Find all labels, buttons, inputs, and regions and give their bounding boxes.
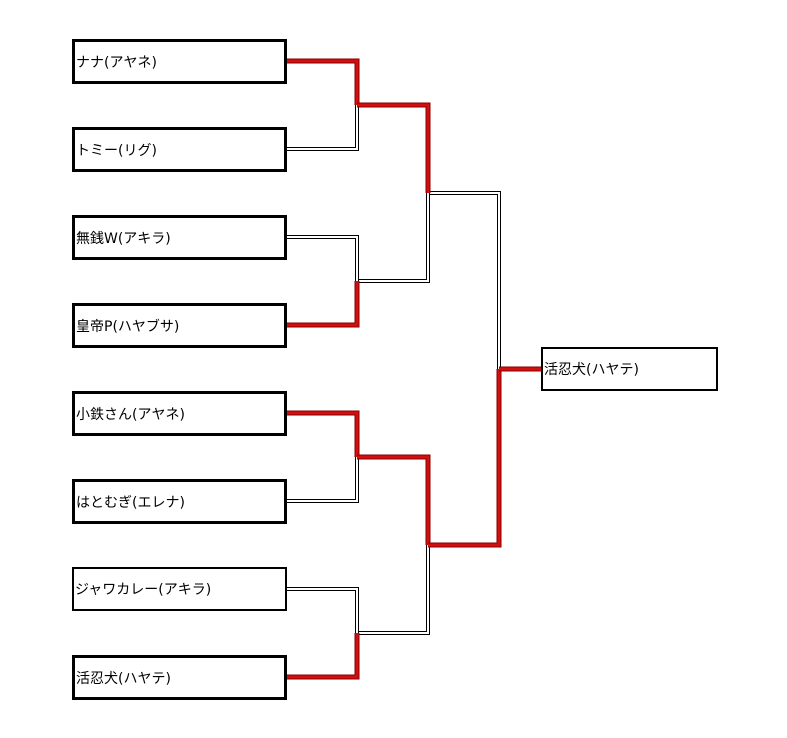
bracket-line-r1 [287, 457, 359, 503]
entrant-box-6: はとむぎ(エレナ) [72, 479, 287, 524]
entrant-name: 無銭W(アキラ) [76, 230, 171, 247]
entrant-name: 小鉄さん(アヤネ) [76, 406, 185, 423]
champion-name: 活忍犬(ハヤテ) [544, 362, 639, 378]
bracket-line-r2 [357, 454, 431, 545]
bracket-line-r3 [428, 191, 501, 369]
bracket-line-r2 [357, 545, 430, 635]
champion-box: 活忍犬(ハヤテ) [541, 347, 718, 391]
entrant-box-3: 無銭W(アキラ) [72, 215, 287, 260]
entrant-name: トミー(リグ) [76, 142, 157, 159]
bracket-line-r2 [357, 193, 430, 283]
entrant-name: ナナ(アヤネ) [76, 54, 157, 71]
entrant-box-8: 活忍犬(ハヤテ) [72, 655, 287, 700]
bracket-line-r3 [428, 369, 502, 548]
entrant-box-1: ナナ(アヤネ) [72, 39, 287, 84]
entrant-name: 皇帝P(ハヤブサ) [76, 318, 180, 335]
bracket-line-r1 [287, 105, 359, 151]
bracket-line-r1 [287, 587, 359, 633]
bracket-line-r2 [357, 102, 431, 193]
entrant-box-4: 皇帝P(ハヤブサ) [72, 303, 287, 348]
bracket-line-r1 [287, 58, 360, 105]
entrant-box-2: トミー(リグ) [72, 127, 287, 172]
bracket-line-r1 [287, 410, 360, 457]
bracket-line-r1 [287, 281, 360, 328]
bracket-line-r1 [287, 633, 360, 680]
entrant-name: ジャワカレー(アキラ) [75, 582, 212, 598]
entrant-name: 活忍犬(ハヤテ) [76, 670, 171, 687]
entrant-name: はとむぎ(エレナ) [76, 494, 185, 511]
bracket-line-r1 [287, 235, 359, 281]
entrant-box-7: ジャワカレー(アキラ) [72, 567, 287, 611]
entrant-box-5: 小鉄さん(アヤネ) [72, 391, 287, 436]
